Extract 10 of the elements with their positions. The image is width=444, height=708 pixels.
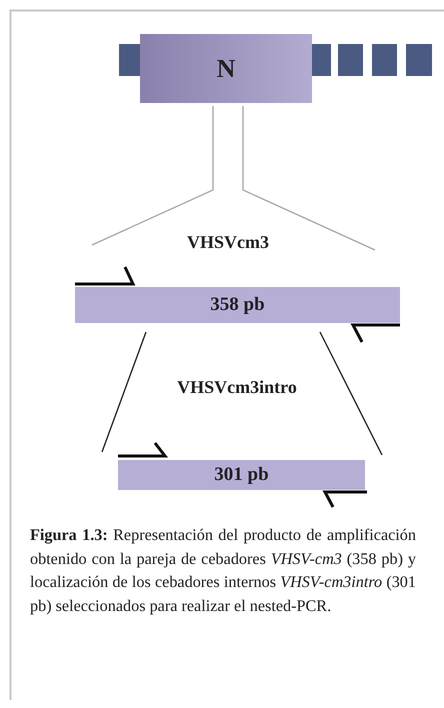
zoom-line — [92, 106, 214, 246]
primer-pair-label: VHSVcm3 — [187, 232, 269, 253]
amplicon-bar: 301 pb — [118, 460, 365, 490]
primer-pair-label: VHSVcm3intro — [177, 377, 297, 398]
gene-box: N — [140, 34, 312, 103]
zoom-line — [101, 332, 147, 452]
zoom-line — [242, 106, 376, 251]
amplicon-bar: 358 pb — [75, 287, 400, 323]
figure-caption: Figura 1.3: Representación del producto de amplificación obtenido con la pareja de cebadores VHSV-cm3 (358 pb) y localización de los cebadores internos VHSV-cm3intro (301 pb) seleccionados para realizar el nested-PCR. — [30, 525, 416, 616]
zoom-line — [319, 332, 383, 456]
